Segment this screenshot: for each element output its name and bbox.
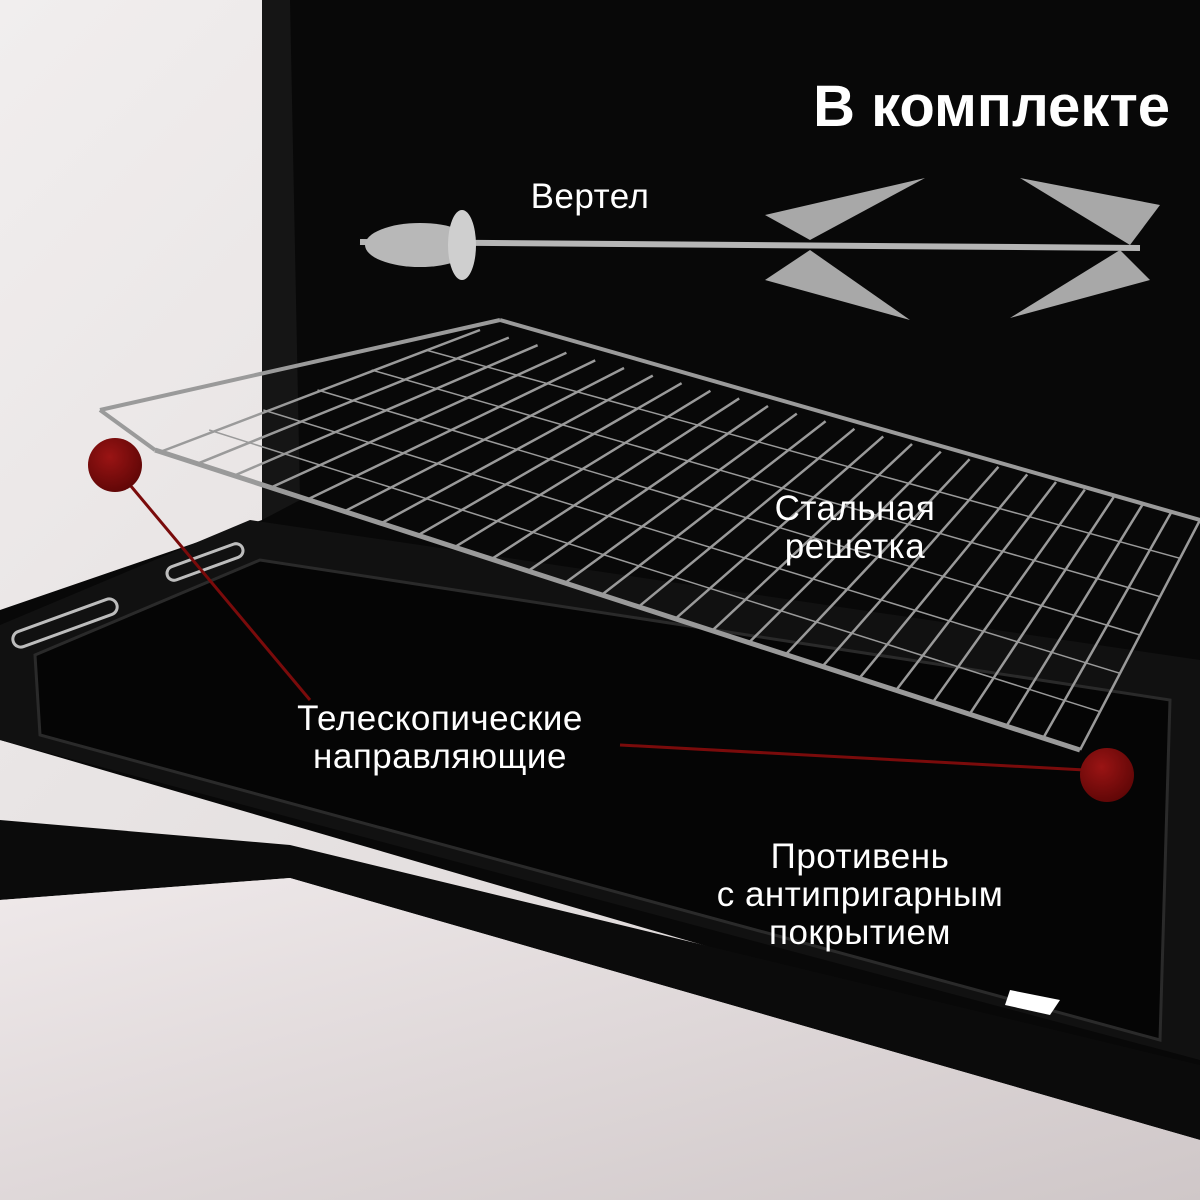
label-rails: Телескопические направляющие	[240, 700, 640, 776]
label-tray-line1: Противень	[770, 837, 950, 876]
steel-rack	[98, 318, 1200, 753]
rotisserie-spit	[359, 178, 1160, 320]
door-slot	[1005, 990, 1060, 1015]
tray-slots	[11, 542, 245, 649]
label-rack: Стальная решетка	[720, 490, 990, 566]
rack-wire	[317, 389, 1141, 636]
label-tray-line3: покрытием	[769, 913, 951, 952]
callout-line-right	[619, 743, 1086, 772]
rack-wire	[208, 429, 1101, 713]
label-tray-line2: с антипригарным	[716, 875, 1004, 914]
marker-dot-left	[88, 438, 142, 492]
page-title: В комплекте	[813, 74, 1170, 139]
label-rack-line1: Стальная	[774, 489, 936, 528]
label-rack-line2: решетка	[784, 527, 926, 566]
label-tray: Противень с антипригарным покрытием	[660, 838, 1060, 952]
rack-wire	[263, 409, 1121, 675]
oven-frame	[0, 820, 1200, 1140]
floor	[0, 878, 1200, 1200]
rack-wire	[425, 349, 1181, 560]
label-spit: Вертел	[530, 177, 650, 216]
label-rails-line2: направляющие	[313, 737, 567, 776]
oven-wall-left	[262, 0, 300, 520]
rack-wire	[499, 318, 1200, 522]
rack-wire	[99, 318, 501, 412]
callout-line-left	[128, 484, 312, 701]
baking-tray-inner	[33, 558, 1172, 1042]
marker-dot-right	[1080, 748, 1134, 802]
rack-wire	[98, 408, 157, 452]
label-rails-line1: Телескопические	[297, 699, 583, 738]
rack-wire	[371, 369, 1161, 598]
